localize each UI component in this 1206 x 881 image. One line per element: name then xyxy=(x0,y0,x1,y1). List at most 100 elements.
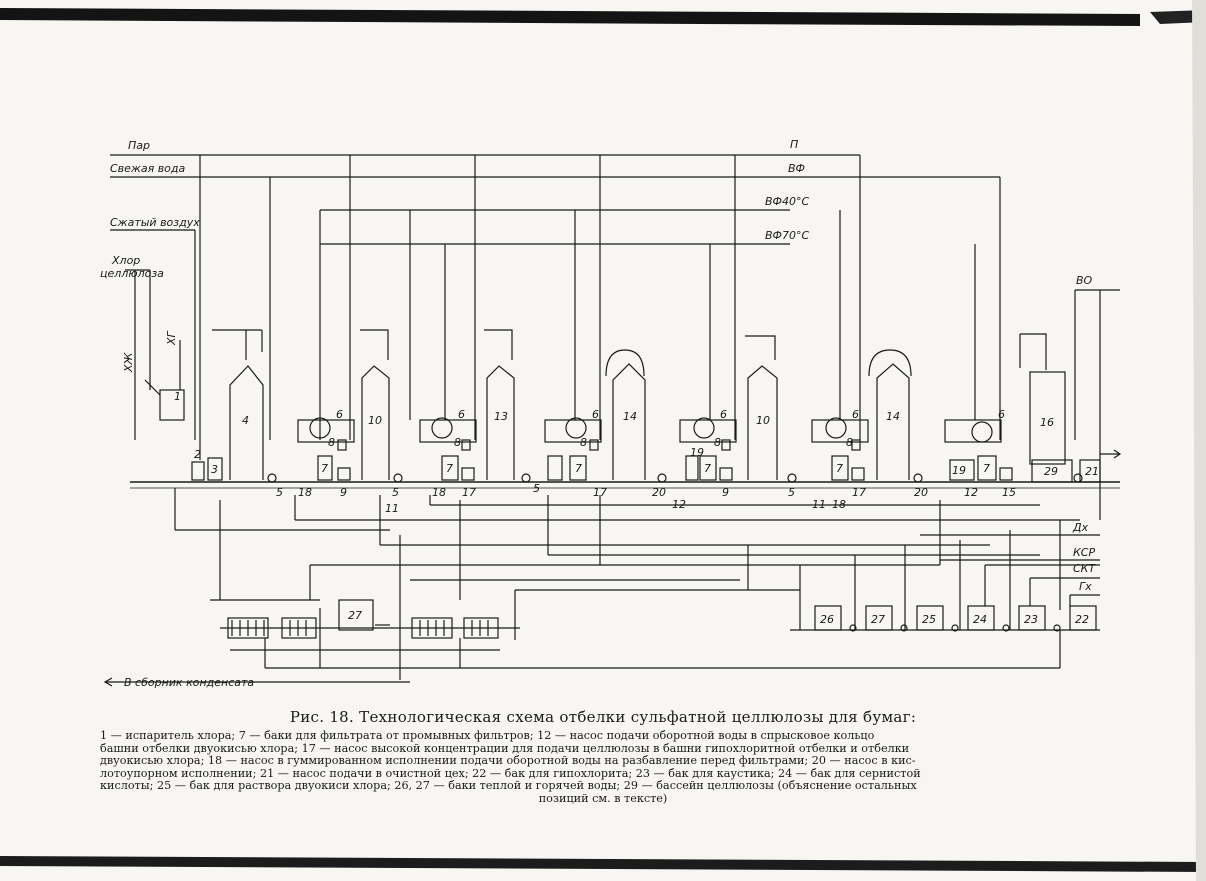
label-vf40: ВФ40°С xyxy=(765,195,810,208)
tag-label: 8 xyxy=(580,436,587,449)
tag-label: 19 xyxy=(952,464,966,477)
filter-label: 6 xyxy=(336,408,343,421)
label-vf70: ВФ70°С xyxy=(765,229,810,242)
label-vo: ВО xyxy=(1076,274,1093,287)
filter-label: 6 xyxy=(592,408,599,421)
legend-line: лотоупорном исполнении; 21 — насос подач… xyxy=(100,766,921,780)
tank-number: 26 xyxy=(820,613,834,626)
filter-unit-6 xyxy=(944,419,1002,481)
legend-line: 1 — испаритель хлора; 7 — баки для фильт… xyxy=(100,729,875,742)
tank-label: 7 xyxy=(983,462,990,475)
floor-label: 5 xyxy=(533,482,540,495)
filter-label: 6 xyxy=(458,408,465,421)
label-dx: Дх xyxy=(1072,521,1089,534)
legend-line: позиций см. в тексте) xyxy=(538,791,668,805)
tank-number: 27 xyxy=(871,613,885,626)
floor-label: 5 xyxy=(276,486,283,499)
filter-label: 6 xyxy=(998,408,1005,421)
filter-label: 6 xyxy=(852,408,859,421)
tag-label: 19 xyxy=(690,446,704,459)
floor-label: 17 xyxy=(852,486,866,499)
floor-label: 20 xyxy=(914,486,928,499)
filter-unit-5 xyxy=(811,417,869,481)
tag-label: 3 xyxy=(211,463,218,476)
tank-label: 7 xyxy=(446,462,453,475)
label-pulp: целлюлоза xyxy=(100,267,164,280)
tag-label: 8 xyxy=(328,436,335,449)
floor-label: 17 xyxy=(462,486,476,499)
legend-line: кислоты; 25 — бак для раствора двуокиси … xyxy=(100,779,917,793)
small-equipment-numbers: 1 2 3 8 8 8 8 8 19 19 29 7 7 7 7 7 7 xyxy=(174,390,1058,478)
label-fresh-water: Свежая вода xyxy=(110,162,186,175)
floor-label: 18 xyxy=(432,486,446,499)
figure-caption: Рис. 18. Технологическая схема отбелки с… xyxy=(100,708,1106,806)
filter-unit-4 xyxy=(679,417,737,481)
filter-numbers: 6 6 6 6 6 6 xyxy=(336,408,1005,421)
tank-number: 25 xyxy=(922,613,936,626)
scan-edge-right xyxy=(1192,0,1206,881)
tank-label: 7 xyxy=(575,462,582,475)
label-condensate: В сборник конденсата xyxy=(124,676,254,689)
tower-numbers: 4 10 13 14 10 14 16 xyxy=(242,410,1054,429)
filter-unit-3 xyxy=(544,417,602,481)
filter-label: 6 xyxy=(720,408,727,421)
tower-label: 16 xyxy=(1040,416,1054,429)
tank-label: 7 xyxy=(704,462,711,475)
tank-label: 7 xyxy=(836,462,843,475)
label-p: П xyxy=(790,138,798,151)
label-xzh: ХЖ xyxy=(122,351,135,373)
flow-labels: Пар Свежая вода Сжатый воздух Хлор целлю… xyxy=(100,138,1096,689)
tower-label: 4 xyxy=(242,414,249,427)
filter-unit-1 xyxy=(297,417,355,481)
scan-edge-bottom xyxy=(0,856,1206,872)
filter-unit-2 xyxy=(419,417,477,481)
floor-label: 20 xyxy=(652,486,666,499)
tag-label: 2 xyxy=(194,448,201,461)
floor-label: 18 xyxy=(298,486,312,499)
tower-label: 14 xyxy=(623,410,637,423)
tower-label: 10 xyxy=(368,414,382,427)
tower-label: 14 xyxy=(886,410,900,423)
label-compressed-air: Сжатый воздух xyxy=(110,216,200,229)
label-steam: Пар xyxy=(128,139,150,152)
bottom-tank-numbers: 27 26 27 25 24 23 22 xyxy=(348,609,1089,626)
tank-number: 22 xyxy=(1075,613,1089,626)
label-vf: ВФ xyxy=(788,162,805,175)
floor-label: 9 xyxy=(340,486,347,499)
label-chlorine: Хлор xyxy=(111,254,140,267)
tag-label: 8 xyxy=(454,436,461,449)
label-gx: Гх xyxy=(1079,580,1092,593)
floor-label: 11 xyxy=(385,502,399,515)
basin-label: 29 xyxy=(1044,465,1058,478)
label-ksr: КСР xyxy=(1073,546,1095,559)
tank-number: 23 xyxy=(1024,613,1038,626)
legend-line: башни отбелки двуокисью хлора; 17 — насо… xyxy=(100,741,910,755)
tank-number: 24 xyxy=(973,613,987,626)
tower-label: 10 xyxy=(756,414,770,427)
legend-line: двуокисью хлора; 18 — насос в гуммирован… xyxy=(100,754,916,768)
floor-label: 5 xyxy=(788,486,795,499)
label-xg: ХГ xyxy=(165,330,178,346)
floor-numbers: 5 18 9 5 18 17 11 5 17 20 12 9 5 11 18 1… xyxy=(276,465,1099,515)
caption-legend: 1 — испаритель хлора; 7 — баки для фильт… xyxy=(100,729,1106,806)
floor-label: 9 xyxy=(722,486,729,499)
floor-label: 18 xyxy=(832,498,846,511)
tower-label: 13 xyxy=(494,410,508,423)
scan-edge-top-right xyxy=(1150,10,1206,24)
tank-number: 27 xyxy=(348,609,362,622)
tag-label: 8 xyxy=(846,436,853,449)
tower-4-shape xyxy=(229,365,264,480)
floor-label: 5 xyxy=(392,486,399,499)
evaporator-label: 1 xyxy=(174,390,181,403)
floor-label: 12 xyxy=(964,486,978,499)
tank-label: 7 xyxy=(321,462,328,475)
floor-label: 15 xyxy=(1002,486,1016,499)
floor-label: 12 xyxy=(672,498,686,511)
label-skt: СКТ xyxy=(1073,562,1096,575)
floor-label: 21 xyxy=(1085,465,1099,478)
scan-edge-top xyxy=(0,8,1140,26)
caption-title: Рис. 18. Технологическая схема отбелки с… xyxy=(289,708,917,726)
floor-label: 11 xyxy=(812,498,826,511)
floor-label: 17 xyxy=(593,486,607,499)
